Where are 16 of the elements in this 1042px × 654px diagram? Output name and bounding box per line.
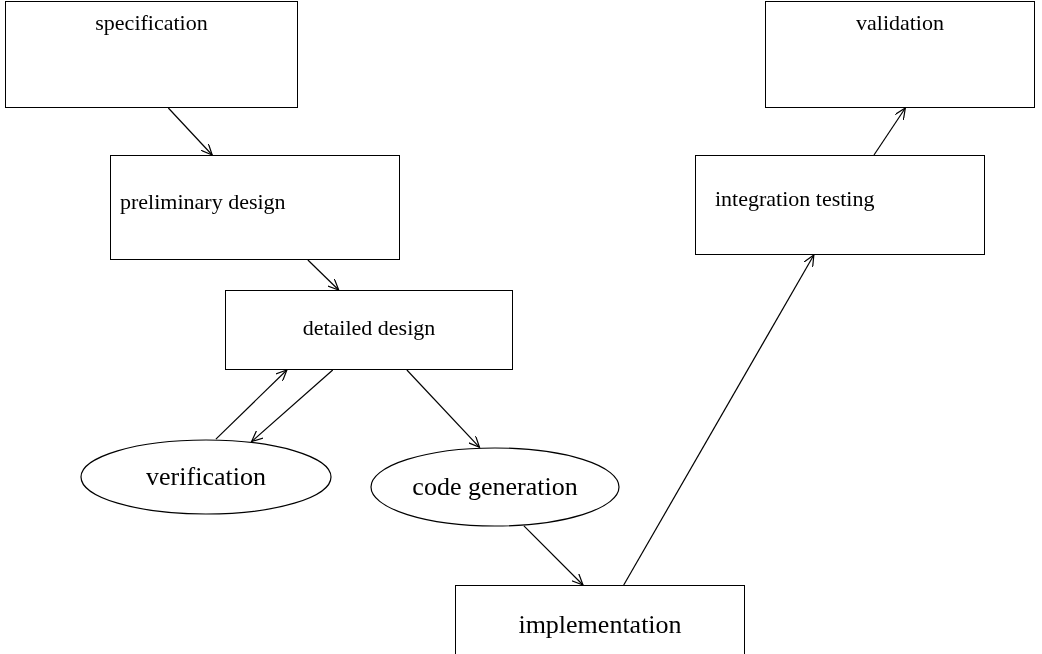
arrow — [307, 259, 340, 291]
arrow — [406, 369, 481, 448]
node-label: validation — [856, 9, 944, 37]
arrow — [215, 369, 288, 440]
node-label: detailed design — [302, 314, 436, 342]
node-label: preliminary design — [120, 187, 286, 216]
node-label: implementation — [518, 609, 682, 641]
arrow — [251, 369, 334, 443]
arrow — [873, 107, 906, 156]
node-label: integration testing — [715, 185, 875, 213]
node-label: verification — [146, 460, 266, 493]
arrow — [523, 525, 584, 586]
node-label: code generation — [412, 470, 578, 503]
node-label: specification — [95, 9, 208, 37]
arrow — [623, 254, 815, 586]
arrow — [167, 107, 213, 156]
